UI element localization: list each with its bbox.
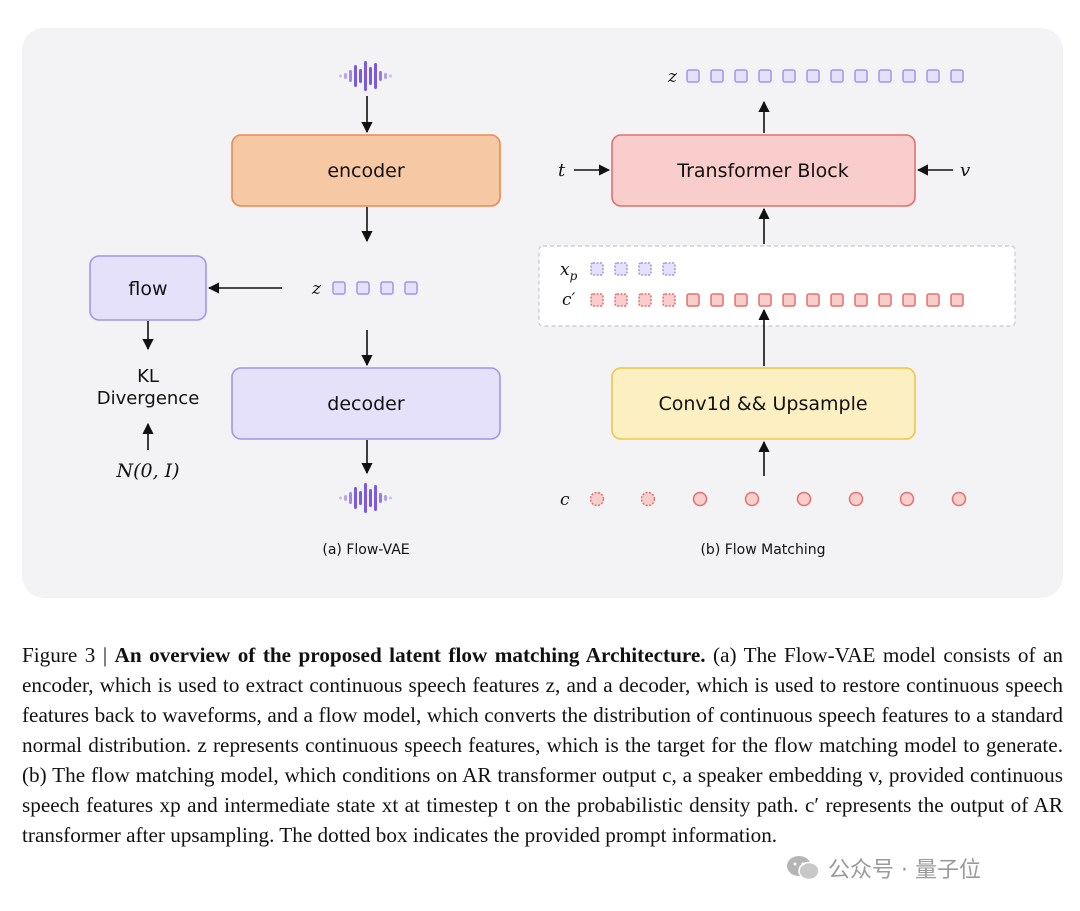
cprime-label: c′ (562, 290, 576, 310)
z-output-square (758, 69, 772, 83)
panel-a-caption: (a) Flow-VAE (322, 542, 409, 558)
encoder-box (231, 134, 501, 207)
z-output-square (902, 69, 916, 83)
input-features-box (538, 245, 1016, 327)
panel-b-caption: (b) Flow Matching (700, 542, 825, 558)
z-square (332, 281, 346, 295)
z-output-square (854, 69, 868, 83)
cprime-square (926, 293, 940, 307)
xp-square (662, 262, 676, 276)
z-square (356, 281, 370, 295)
watermark: 公众号 · 量子位 (786, 852, 981, 884)
transformer-block-label: Transformer Block (676, 160, 848, 182)
z-output-square (950, 69, 964, 83)
z-output-square (734, 69, 748, 83)
caption-body: (a) The Flow-VAE model consists of an en… (22, 643, 1063, 848)
normal-distribution-label: N(0, I) (115, 460, 179, 482)
cprime-square (590, 293, 604, 307)
figure-caption: Figure 3 | An overview of the proposed l… (22, 640, 1063, 850)
z-output-square (830, 69, 844, 83)
z-label-vae: z (311, 279, 322, 299)
z-output-squares (686, 69, 964, 83)
z-output-square (710, 69, 724, 83)
xp-square (638, 262, 652, 276)
cprime-square (758, 293, 772, 307)
cprime-square (734, 293, 748, 307)
caption-title: An overview of the proposed latent flow … (114, 643, 706, 668)
cprime-square (830, 293, 844, 307)
cprime-square (950, 293, 964, 307)
waveform-icon-output (339, 483, 392, 513)
z-square (404, 281, 418, 295)
encoder-label: encoder (327, 160, 405, 182)
decoder-box (231, 367, 501, 440)
watermark-text: 公众号 · 量子位 (828, 858, 981, 883)
z-output-square (926, 69, 940, 83)
speaker-v-label: v (960, 160, 970, 181)
c-circle (848, 491, 864, 507)
c-circle (951, 491, 967, 507)
z-latent-squares (332, 281, 418, 295)
c-label: c (560, 490, 570, 510)
cprime-square (710, 293, 724, 307)
cprime-square (878, 293, 892, 307)
cprime-square (662, 293, 676, 307)
transformer-block-box (611, 134, 916, 207)
c-circle (692, 491, 708, 507)
decoder-label: decoder (327, 393, 405, 415)
z-square (380, 281, 394, 295)
timestep-t-label: t (558, 160, 566, 181)
cprime-square (686, 293, 700, 307)
kl-label-line1: KL (137, 366, 159, 387)
conv-upsample-label: Conv1d && Upsample (658, 393, 867, 415)
z-label-flowmatch: z (667, 67, 678, 87)
c-circle (640, 491, 656, 507)
flow-box (89, 255, 207, 321)
cprime-square (782, 293, 796, 307)
c-circle (796, 491, 812, 507)
wechat-icon (787, 856, 820, 881)
z-output-square (782, 69, 796, 83)
cprime-square (854, 293, 868, 307)
xp-square (614, 262, 628, 276)
c-circle (899, 491, 915, 507)
z-output-square (686, 69, 700, 83)
c-circles (589, 491, 967, 507)
c-circle (744, 491, 760, 507)
flow-label: flow (128, 278, 167, 300)
xp-label: xp (560, 260, 578, 283)
conv-upsample-box (611, 367, 916, 440)
z-output-square (878, 69, 892, 83)
architecture-diagram: encoder z flow KL Divergence N(0, I) dec… (89, 61, 1016, 558)
cprime-square (806, 293, 820, 307)
c-circle (589, 491, 605, 507)
z-output-square (806, 69, 820, 83)
xp-square (590, 262, 604, 276)
kl-label-line2: Divergence (97, 388, 200, 409)
cprime-squares (590, 293, 964, 307)
waveform-icon-input (339, 61, 392, 91)
xp-prompt-squares (590, 262, 676, 276)
cprime-square (614, 293, 628, 307)
caption-lead: Figure 3 | (22, 643, 115, 668)
cprime-square (638, 293, 652, 307)
cprime-square (902, 293, 916, 307)
